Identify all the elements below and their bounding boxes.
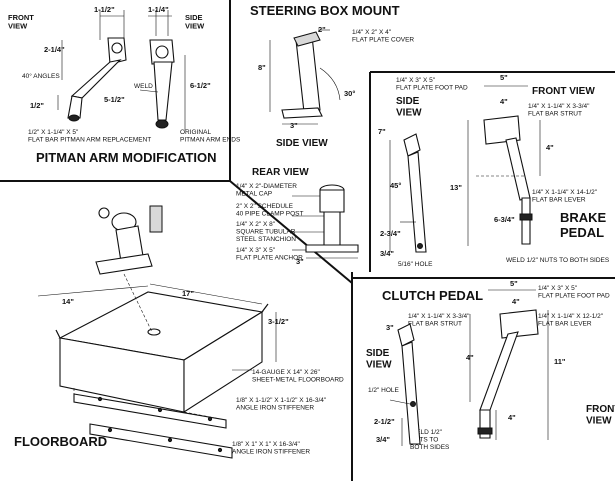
brake-dim-4: 4" [500,97,508,106]
clutch-dim-11: 11" [554,357,566,366]
clutch-dim-5: 5" [510,279,518,288]
clutch-foot-pad-label: 1/4" X 3" X 5"FLAT PLATE FOOT PAD [538,285,610,300]
pitman-dim-1-1-2: 1-1/2" [94,5,115,14]
pitman-dim-half: 1/2" [30,101,44,110]
steering-side-anchor [281,107,323,119]
pitman-side-flat-bar [153,61,173,121]
steering-rear-anchor [305,244,359,253]
brake-weld-nuts-label: WELD 1/2" NUTS TO BOTH SIDES [506,257,610,264]
brake-dim-7: 7" [378,127,386,136]
floor-title: FLOORBOARD [14,434,107,449]
clutch-dim-2-1-2: 2-1/2" [374,417,395,426]
floorboard-section: 14" 17" 3-1/2" 14-GAUGE X 14" X 26"SHEET… [14,205,344,459]
brake-dim-3-4: 3/4" [380,249,394,258]
steering-title: STEERING BOX MOUNT [250,3,400,18]
brake-front-lever [521,197,531,245]
brake-dim-13: 13" [450,183,462,192]
floor-hole [147,328,161,336]
steering-rear-post [319,189,345,213]
floor-sheet-label: 14-GAUGE X 14" X 26"SHEET-METAL FLOORBOA… [252,369,344,384]
steering-dim-2: 2" [318,25,326,34]
brake-dim-5: 5" [500,73,508,82]
floor-cover-plate [149,205,163,233]
pitman-front-flat-bar [70,59,122,99]
pitman-title: PITMAN ARM MODIFICATION [36,150,217,165]
steering-box-mount-section: STEERING BOX MOUNT 2" 1/4" X 2" X 4"FLAT… [236,3,414,266]
floor-bolt-icon [98,207,110,219]
brake-side-lever [407,151,427,253]
clutch-side-foot-pad [397,323,415,347]
pitman-dim-1-1-4: 1-1/4" [148,5,169,14]
floor-anchor-plate [95,253,153,275]
clutch-dim-4: 4" [512,297,520,306]
pitman-dim-6-1-2: 6-1/2" [190,81,211,90]
clutch-pedal-section: CLUTCH PEDAL 5" 1/4" X 3" X 5"FLAT PLATE… [366,279,615,451]
clutch-front-lever [479,331,519,411]
floor-dim-14: 14" [62,297,74,306]
floor-angle1-label: 1/8" X 1-1/2" X 1-1/2" X 16-3/4"ANGLE IR… [236,397,327,412]
brake-dim-6-3-4: 6-3/4" [494,215,515,224]
brake-foot-pad-label: 1/4" X 3" X 5"FLAT PLATE FOOT PAD [396,77,468,92]
clutch-lever-label: 1/4" X 1-1/4" X 12-1/2"FLAT BAR LEVER [538,313,604,328]
steering-dim-3: 3" [290,121,298,130]
brake-side-foot-pad [403,133,421,157]
brake-front-strut [505,137,531,201]
clutch-title: CLUTCH PEDAL [382,288,483,303]
steering-side-stanchion [295,35,321,113]
floor-dim-17: 17" [182,289,194,298]
pitman-replacement-label: 1/2" X 1-1/4" X 5"FLAT BAR PITMAN ARM RE… [28,129,151,144]
clutch-weld-nut [477,427,493,435]
brake-dim-2-3-4: 2-3/4" [380,229,401,238]
clutch-hole-label: 1/2" HOLE [368,387,400,394]
brake-hole-label: 5/16" HOLE [398,261,433,268]
steering-side-cover [293,31,321,47]
floorboard-side-face [183,311,263,414]
steering-side-view-label: SIDE VIEW [276,138,328,149]
clutch-side-lever [401,341,421,445]
brake-front-view-label: FRONT VIEW [532,86,595,97]
pitman-angles-label: 40° ANGLES [22,72,60,80]
floor-angle-iron-2 [89,423,233,459]
clutch-dim-4c: 4" [508,413,516,422]
steering-rear-stanchion [323,211,341,246]
pitman-dim-5-1-2: 5-1/2" [104,95,125,104]
pitman-weld-label: WELD [134,83,153,90]
floor-dim-3-1-2: 3-1/2" [268,317,289,326]
steering-anchor-label: 1/4" X 3" X 5"FLAT PLATE ANCHOR [236,247,303,262]
brake-weld-nut [519,213,533,221]
steering-dim-8: 8" [258,63,266,72]
pitman-dim-2-1-4: 2-1/4" [44,45,65,54]
brake-dim-45: 45° [390,181,401,190]
steering-dim-3b: 3" [296,257,304,266]
clutch-front-foot-pad [499,309,539,339]
clutch-strut-label: 1/4" X 1-1/4" X 3-3/4"FLAT BAR STRUT [408,313,470,328]
brake-strut-label: 1/4" X 1-1/4" X 3-3/4"FLAT BAR STRUT [528,103,590,118]
steering-cover-label: 1/4" X 2" X 4"FLAT PLATE COVER [352,29,414,44]
steering-rear-view-label: REAR VIEW [252,167,309,178]
floor-angle2-label: 1/8" X 1" X 1" X 16-3/4"ANGLE IRON STIFF… [232,441,310,456]
clutch-dim-3: 3" [386,323,394,332]
floor-angle-iron-1 [73,393,227,429]
steering-angle-30: 30° [344,89,355,98]
brake-lever-label: 1/4" X 1-1/4" X 14-1/2"FLAT BAR LEVER [532,189,598,204]
brake-front-foot-pad [483,115,521,145]
clutch-dim-3-4: 3/4" [376,435,390,444]
brake-dim-4b: 4" [546,143,554,152]
